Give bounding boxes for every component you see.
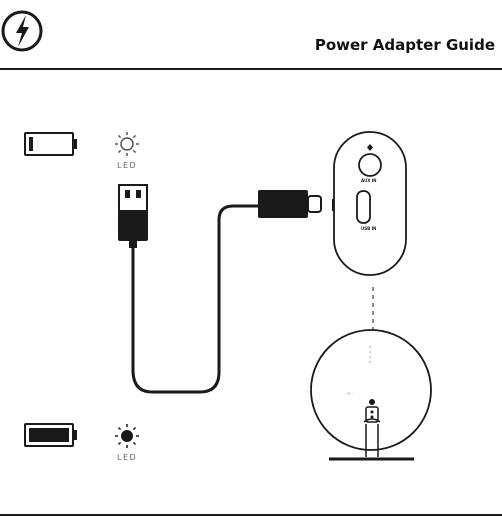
device-back-panel [334,132,406,275]
usb-in-label: USB IN [361,226,376,231]
footer-rule [0,514,502,516]
usb-cable [118,185,321,392]
device-side-view: + - [311,330,431,459]
battery-low-icon [25,133,77,155]
led-label-off: LED [117,161,137,170]
header-rule [0,68,502,70]
aux-in-label: AUX IN [361,178,377,183]
battery-full-icon [25,424,77,446]
page-title: Power Adapter Guide [280,36,495,54]
led-label-on: LED [117,453,137,462]
lightning-bolt-icon [3,12,41,50]
svg-text:+ -: + - [347,391,354,396]
led-off-icon [115,132,139,156]
led-on-icon [115,424,139,448]
